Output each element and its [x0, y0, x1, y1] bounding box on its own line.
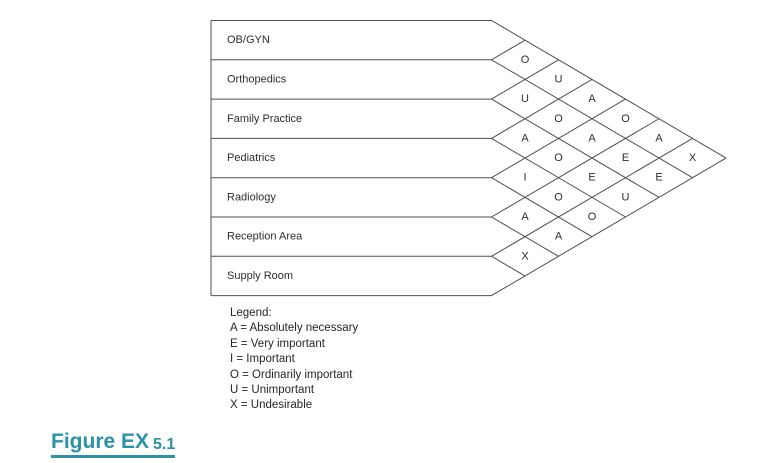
relationship-cell-value: A — [521, 132, 529, 144]
legend: Legend: A = Absolutely necessary E = Very… — [230, 306, 358, 414]
relationship-cell-value: O — [621, 113, 630, 125]
relationship-cell-value: E — [622, 152, 629, 164]
relationship-cell-value: U — [521, 93, 529, 105]
relationship-cell-value: X — [521, 250, 529, 262]
relationship-cell-value: O — [554, 191, 563, 203]
legend-entry-O: O = Ordinarily important — [230, 368, 353, 381]
relationship-cell-value: E — [588, 172, 595, 184]
relationship-cell-value: O — [554, 113, 563, 125]
figure-caption-number: 5.1 — [153, 436, 176, 453]
department-label: Pediatrics — [227, 152, 276, 164]
legend-entry-A: A = Absolutely necessary — [230, 322, 359, 335]
legend-entry-I: I = Important — [230, 353, 295, 366]
lattice-diagonal-up — [491, 59, 559, 100]
relationship-cell-value: X — [689, 152, 697, 164]
chart-top-edge — [211, 20, 727, 159]
lattice-diagonal-up — [491, 79, 593, 139]
legend-entries: A = Absolutely necessary E = Very importa… — [230, 321, 358, 413]
lattice-diagonal-down — [491, 177, 593, 238]
relationship-cell-value: O — [588, 211, 597, 223]
department-label: Family Practice — [227, 113, 302, 125]
lattice-diagonal-up — [491, 118, 660, 218]
lattice-diagonal-down — [491, 255, 526, 277]
chart-grid — [210, 20, 727, 297]
relationship-cell-value: U — [622, 191, 630, 203]
relationship-cell-value: U — [555, 73, 563, 85]
relationship-cell-value: A — [655, 132, 663, 144]
figure-caption-title: Figure EX — [51, 430, 150, 453]
relationship-cell-value: A — [521, 211, 529, 223]
department-label: Radiology — [227, 191, 276, 203]
chart-bottom-edge — [211, 157, 727, 297]
relationship-cell-value: E — [655, 172, 662, 184]
department-label: Orthopedics — [227, 73, 287, 85]
lattice-diagonal-down — [491, 98, 660, 198]
legend-title: Legend: — [230, 307, 272, 319]
relationship-cell-value: O — [521, 54, 530, 66]
relationship-cell-value: A — [588, 93, 596, 105]
relationship-values: O U A O A X U O A E E A O E U I O O A A X — [521, 54, 697, 262]
lattice-diagonal-up — [491, 137, 693, 257]
relationship-cell-value: I — [523, 172, 526, 184]
lattice-diagonal-up — [491, 39, 526, 61]
relationship-cell-value: A — [588, 132, 596, 144]
department-label: Reception Area — [227, 231, 303, 243]
relationship-cell-value: A — [555, 231, 563, 243]
relationship-cell-value: O — [554, 152, 563, 164]
lattice-diagonal-up — [491, 98, 626, 179]
department-label: Supply Room — [227, 270, 293, 282]
legend-entry-X: X = Undesirable — [230, 399, 313, 412]
legend-entry-E: E = Very important — [230, 337, 325, 350]
legend-entry-U: U = Unimportant — [230, 384, 315, 397]
department-label: OB/GYN — [227, 34, 270, 46]
